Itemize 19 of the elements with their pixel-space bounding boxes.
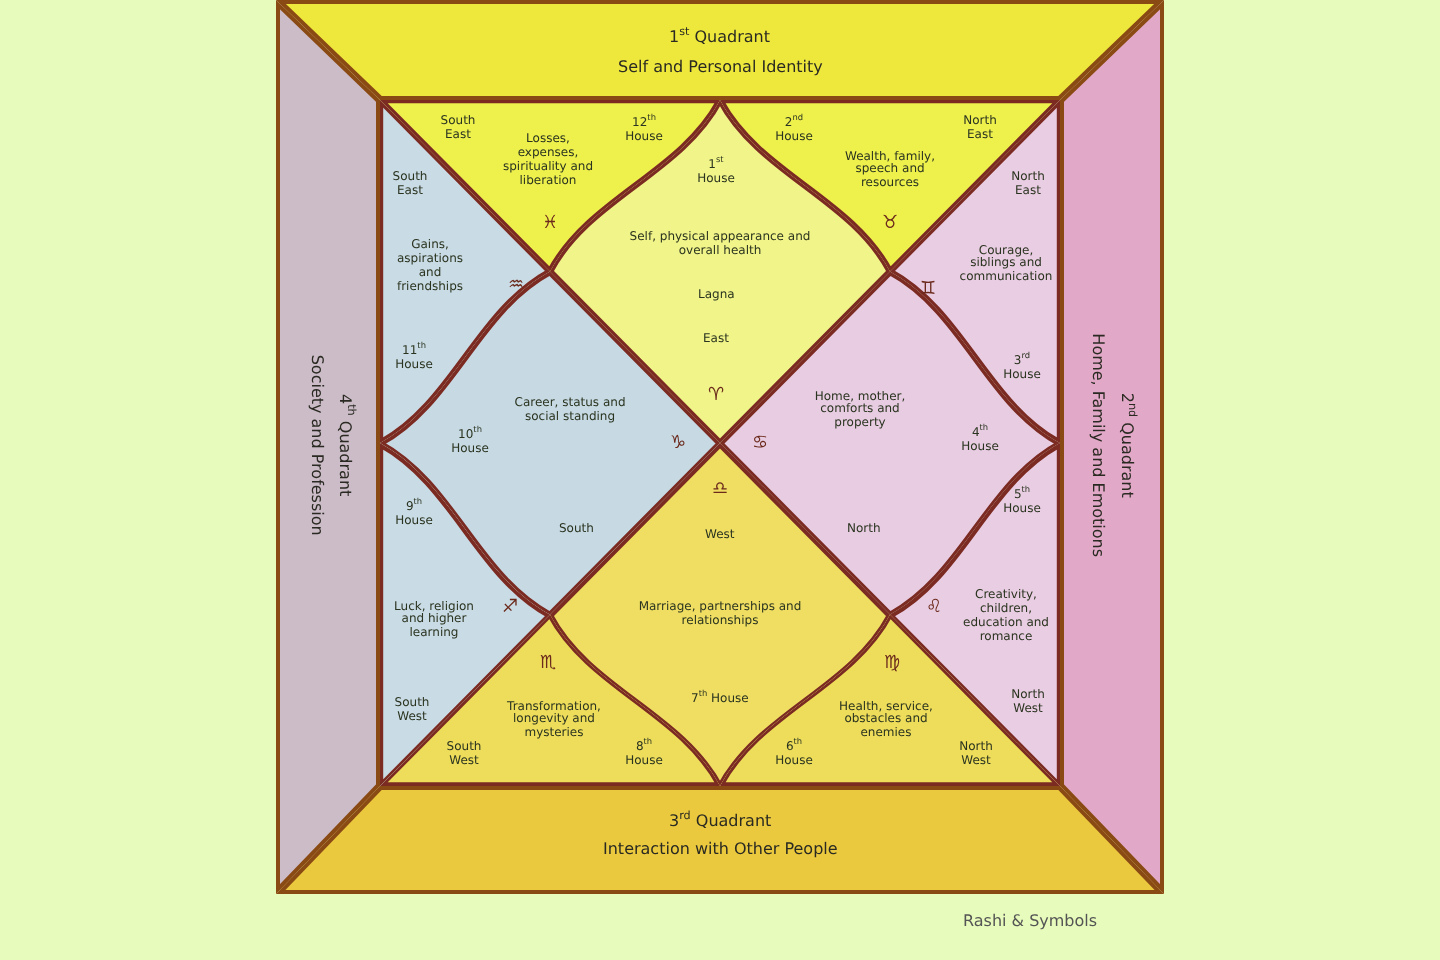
quadrant-theme: Home, Family and Emotions xyxy=(1088,332,1107,556)
quadrant-title: 3$^{rd}$ Quadrant xyxy=(669,811,772,830)
zodiac-symbol: ♊ xyxy=(920,281,937,299)
zodiac-symbol: ♋ xyxy=(752,435,769,453)
zodiac-symbol: ♎ xyxy=(712,481,729,499)
quadrant-theme: Self and Personal Identity xyxy=(618,57,823,76)
quadrant-theme: Interaction with Other People xyxy=(603,839,838,858)
zodiac-symbol: ♐ xyxy=(502,599,519,617)
zodiac-symbol: ♏ xyxy=(540,655,557,673)
quadrant-title: 1$^{st}$ Quadrant xyxy=(669,27,770,46)
zodiac-symbol: ♓ xyxy=(542,215,559,233)
quadrant-theme: Society and Profession xyxy=(307,353,326,535)
zodiac-symbol: ♍ xyxy=(884,655,901,673)
zodiac-symbol: ♈ xyxy=(708,387,725,405)
zodiac-symbol: ♌ xyxy=(926,599,943,617)
zodiac-symbol: ♑ xyxy=(670,435,687,453)
caption: Rashi & Symbols xyxy=(963,912,1098,930)
zodiac-symbol: ♒ xyxy=(508,277,525,295)
zodiac-symbol: ♉ xyxy=(882,215,899,233)
